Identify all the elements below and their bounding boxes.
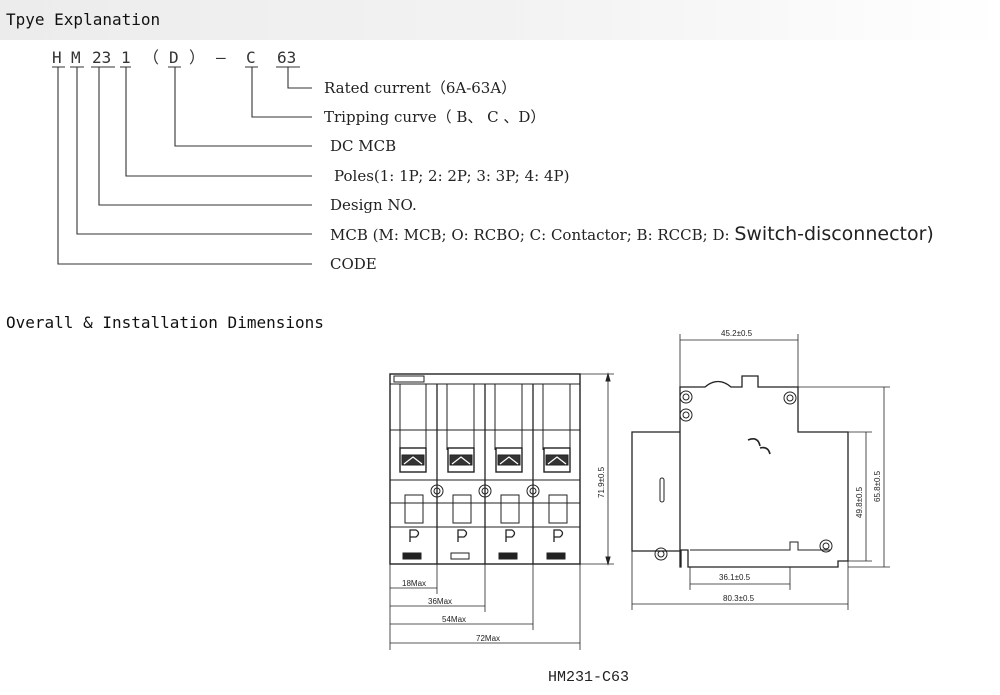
front-width-3p: 54Max xyxy=(442,615,466,624)
leader-poles xyxy=(125,67,312,177)
type-explanation-title: Tpye Explanation xyxy=(6,10,161,29)
leader-code xyxy=(57,67,312,265)
leader-tripping-curve xyxy=(251,67,312,118)
front-height-label: 71.9±0.5 xyxy=(597,466,606,498)
explanation-list: Rated current（6A-63A） Tripping curve（ B、… xyxy=(324,79,934,273)
explanation-tripping-curve: Tripping curve（ B、 C 、D） xyxy=(324,108,545,126)
code-char-dash: — xyxy=(216,48,226,67)
code-char-rating: 63 xyxy=(277,48,296,67)
side-total-width-label: 80.3±0.5 xyxy=(723,594,755,603)
dimensions-title: Overall & Installation Dimensions xyxy=(6,313,324,332)
code-char-design: 23 xyxy=(92,48,111,67)
side-view-upper-body xyxy=(679,375,849,568)
toggle-handle-pole-2 xyxy=(447,447,475,473)
explanation-design-no: Design NO. xyxy=(330,196,417,214)
front-width-4p: 72Max xyxy=(476,634,500,643)
front-dimension-labels: 18Max 36Max 54Max 72Max 71.9±0.5 xyxy=(402,466,606,643)
side-top-width-label: 45.2±0.5 xyxy=(721,329,753,338)
side-rail-width-label: 36.1±0.5 xyxy=(719,573,751,582)
code-char-h: H xyxy=(52,48,62,67)
type-explanation-header-band xyxy=(0,0,1000,40)
leader-lines xyxy=(57,67,312,265)
explanation-poles: Poles(1: 1P; 2: 2P; 3: 3P; 4: 4P) xyxy=(334,167,569,185)
front-width-1p: 18Max xyxy=(402,579,426,588)
code-char-c: C xyxy=(246,48,256,67)
front-width-2p: 36Max xyxy=(428,597,452,606)
leader-dc-mcb xyxy=(174,67,312,147)
explanation-mcb-type-main: MCB (M: MCB; O: RCBO; C: Contactor; B: R… xyxy=(330,226,734,244)
pole-p-markings xyxy=(409,529,564,542)
code-char-m: M xyxy=(71,48,81,67)
side-height-b-label: 65.8±0.5 xyxy=(873,470,882,502)
toggle-handle-pole-1 xyxy=(399,447,427,473)
side-view-left-flange xyxy=(631,431,680,552)
model-code: H M 23 1 （ D ） — C 63 xyxy=(52,48,296,67)
explanation-rated-current: Rated current（6A-63A） xyxy=(324,79,516,97)
code-char-close-paren: ） xyxy=(189,48,205,67)
leader-mcb-type xyxy=(76,67,312,235)
leader-rated-current xyxy=(287,67,312,89)
toggle-handle-pole-3 xyxy=(495,447,523,473)
explanation-mcb-type-big: Switch-disconnector) xyxy=(734,223,934,245)
explanation-code: CODE xyxy=(330,255,377,273)
side-dimension-labels: 45.2±0.5 36.1±0.5 80.3±0.5 49.8±0.5 65.8… xyxy=(719,329,882,603)
model-caption: HM231-C63 xyxy=(548,669,629,686)
side-view-drawing xyxy=(631,334,890,610)
code-char-open-paren: （ xyxy=(143,48,159,67)
code-char-d: D xyxy=(169,48,179,67)
code-char-poles: 1 xyxy=(121,48,131,67)
front-view-drawing xyxy=(389,372,614,650)
explanation-mcb-type: MCB (M: MCB; O: RCBO; C: Contactor; B: R… xyxy=(330,223,934,245)
explanation-dc-mcb: DC MCB xyxy=(330,137,396,155)
leader-design-no xyxy=(98,67,312,206)
front-screws xyxy=(430,484,540,498)
side-height-a-label: 49.8±0.5 xyxy=(855,486,864,518)
toggle-handle-pole-4 xyxy=(543,447,571,473)
